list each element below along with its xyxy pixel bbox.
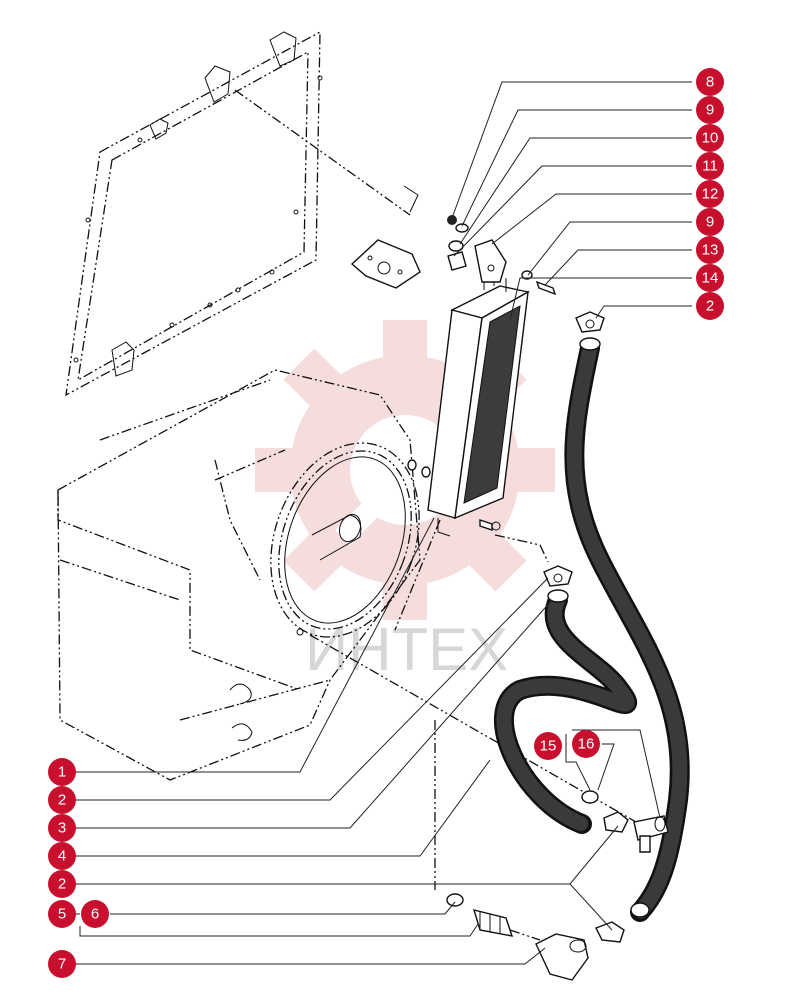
callout-16: 16 — [572, 730, 600, 758]
callout-7: 7 — [48, 950, 76, 978]
svg-text:16: 16 — [578, 736, 595, 753]
callout-12: 12 — [696, 180, 724, 208]
callout-13: 13 — [696, 236, 724, 264]
hose-clamp-middle — [543, 565, 573, 587]
svg-text:11: 11 — [702, 158, 718, 175]
watermark-text: ИНТЕХ — [305, 616, 508, 683]
callout-10: 10 — [696, 124, 724, 152]
callout-9-upper: 9 — [696, 96, 724, 124]
callout-1: 1 — [48, 758, 76, 786]
hose-clamp-lower — [603, 811, 629, 833]
hose-clamp-bottom — [595, 921, 625, 943]
gasket-frame — [65, 30, 323, 397]
oil-cooler — [427, 272, 530, 537]
callout-11: 11 — [696, 152, 724, 180]
callout-9-lower: 9 — [696, 208, 724, 236]
alignment-line-gasket — [234, 89, 411, 216]
svg-text:2: 2 — [706, 298, 714, 315]
svg-text:12: 12 — [702, 186, 719, 203]
svg-text:14: 14 — [702, 270, 719, 287]
callout-15: 15 — [534, 732, 562, 760]
callout-8: 8 — [696, 68, 724, 96]
callout-14: 14 — [696, 264, 724, 292]
svg-text:6: 6 — [91, 906, 99, 923]
o-ring-5 — [446, 893, 464, 907]
hose-clamp-top — [575, 311, 605, 333]
engine-housing — [57, 369, 421, 781]
callout-3: 3 — [48, 814, 76, 842]
callout-5: 5 — [48, 900, 76, 928]
o-ring-15 — [581, 790, 599, 804]
svg-text:13: 13 — [702, 242, 719, 259]
fastener-stack — [447, 215, 557, 296]
svg-text:5: 5 — [58, 906, 66, 923]
svg-text:4: 4 — [58, 848, 66, 865]
hose-upper — [564, 337, 690, 922]
svg-text:3: 3 — [58, 820, 66, 837]
svg-text:9: 9 — [706, 214, 714, 231]
bolt-pair — [407, 459, 501, 531]
svg-text:9: 9 — [706, 102, 714, 119]
svg-text:10: 10 — [702, 130, 719, 147]
tee-fitting — [633, 815, 669, 853]
callout-4: 4 — [48, 842, 76, 870]
callout-6: 6 — [81, 900, 109, 928]
callout-2-lower: 2 — [48, 870, 76, 898]
callout-2-mid: 2 — [48, 786, 76, 814]
flywheel-housing — [270, 442, 420, 638]
svg-text:2: 2 — [58, 792, 66, 809]
svg-text:2: 2 — [58, 876, 66, 893]
hose-lower — [493, 589, 637, 834]
svg-text:8: 8 — [706, 74, 714, 91]
adapter-fitting — [472, 909, 514, 937]
cooler-bracket — [474, 239, 507, 283]
mounting-bracket — [350, 239, 421, 289]
svg-text:7: 7 — [58, 956, 66, 973]
callout-2-top: 2 — [696, 292, 724, 320]
elbow-fitting — [535, 933, 589, 981]
svg-text:1: 1 — [58, 764, 66, 781]
svg-text:15: 15 — [540, 738, 557, 755]
